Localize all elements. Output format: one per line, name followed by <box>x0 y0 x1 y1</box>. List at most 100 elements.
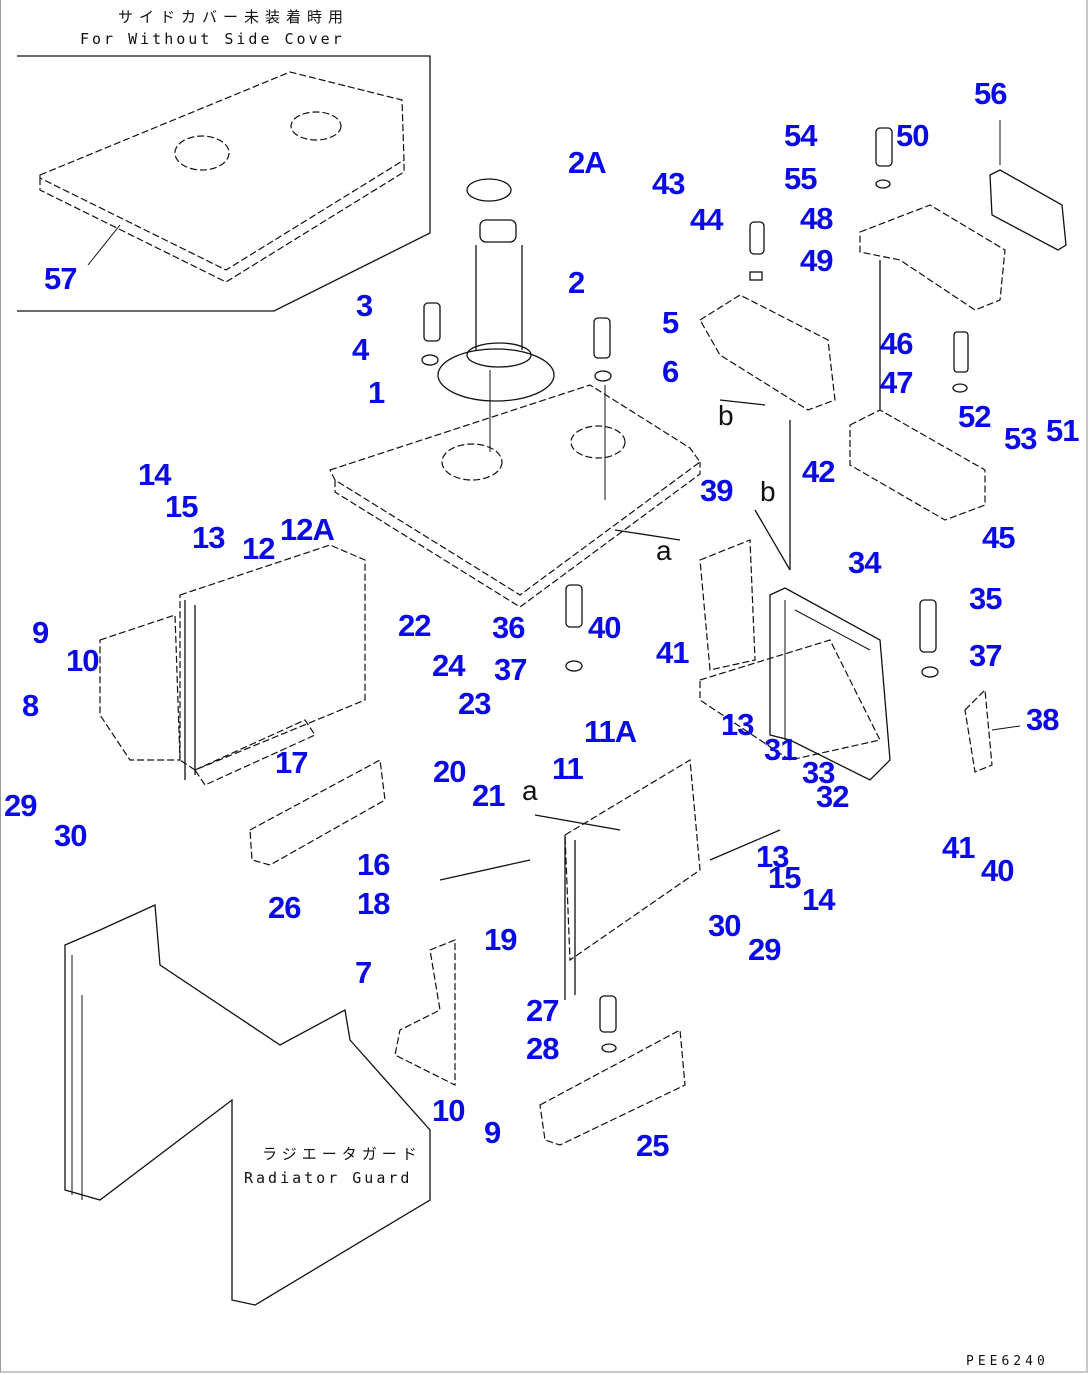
part-label-5: 5 <box>662 305 679 340</box>
part-label-12: 12 <box>242 531 275 566</box>
radiator-guard-label-en: Radiator Guard <box>244 1169 413 1187</box>
part-label-57: 57 <box>44 261 77 296</box>
door-11-shape <box>564 758 701 1000</box>
part-label-39: 39 <box>700 473 733 508</box>
part-label-55: 55 <box>784 161 817 196</box>
part-label-52: 52 <box>958 399 991 434</box>
part-label-44: 44 <box>690 202 723 237</box>
part-label-26: 26 <box>268 890 301 925</box>
view-arrows <box>534 399 791 831</box>
part-label-49: 49 <box>800 243 833 278</box>
view-letter-a: a <box>656 535 672 566</box>
part-label-47: 47 <box>880 365 913 400</box>
bracket-42-shape <box>699 294 836 411</box>
inset-title-en: For Without Side Cover <box>80 30 345 48</box>
part-label-16: 16 <box>357 847 390 882</box>
part-label-43: 43 <box>652 166 685 201</box>
cover-26-shape <box>249 759 386 866</box>
part-label-53: 53 <box>1004 421 1037 456</box>
part-label-1: 1 <box>368 375 385 410</box>
view-letter-b: b <box>760 476 776 507</box>
part-label-10: 10 <box>66 643 99 678</box>
part-label-27: 27 <box>526 993 559 1028</box>
part-label-18: 18 <box>357 886 390 921</box>
part-label-14: 14 <box>802 882 835 917</box>
view-letter-a: a <box>522 775 538 806</box>
part-label-45: 45 <box>982 520 1015 555</box>
part-label-17: 17 <box>275 745 308 780</box>
inset-box <box>17 55 431 312</box>
part-label-54: 54 <box>784 118 817 153</box>
part-label-24: 24 <box>432 648 465 683</box>
part-label-41: 41 <box>656 635 689 670</box>
radiator-guard-label-jp: ラジエータガード <box>262 1145 422 1163</box>
part-label-23: 23 <box>458 686 491 721</box>
part-label-7: 7 <box>355 955 372 990</box>
part-label-33: 33 <box>802 755 835 790</box>
part-label-50: 50 <box>896 118 929 153</box>
fasteners <box>421 127 969 1053</box>
part-label-41: 41 <box>942 830 975 865</box>
part-label-46: 46 <box>880 326 913 361</box>
part-label-40: 40 <box>981 853 1014 888</box>
part-label-34: 34 <box>848 545 881 580</box>
part-label-36: 36 <box>492 610 525 645</box>
part-label-20: 20 <box>433 754 466 789</box>
part-label-30: 30 <box>708 908 741 943</box>
part-label-6: 6 <box>662 354 679 389</box>
radiator-guard-shape <box>64 904 431 1306</box>
part-label-12a: 12A <box>280 512 335 547</box>
inset-title-jp: サイドカバー未装着時用 <box>118 8 350 26</box>
part-label-30: 30 <box>54 818 87 853</box>
plate-39-shape <box>699 539 881 761</box>
cover-50-shape <box>859 204 1006 311</box>
part-label-11a: 11A <box>584 714 637 749</box>
part-label-13: 13 <box>756 839 789 874</box>
view-letter-b: b <box>718 400 734 431</box>
part-label-37: 37 <box>969 638 1002 673</box>
part-label-48: 48 <box>800 201 833 236</box>
door-12-shape <box>99 544 366 780</box>
part-label-29: 29 <box>748 932 781 967</box>
frame-34-shape <box>769 420 891 781</box>
part-label-32: 32 <box>816 779 849 814</box>
rod-16-shape <box>439 829 781 881</box>
part-label-42: 42 <box>802 454 835 489</box>
top-plate-1-shape <box>329 370 701 608</box>
plate-38-shape <box>964 688 1021 773</box>
part-label-13: 13 <box>192 520 225 555</box>
part-label-10: 10 <box>432 1093 465 1128</box>
part-label-15: 15 <box>768 860 801 895</box>
part-label-8: 8 <box>22 688 39 723</box>
part-label-38: 38 <box>1026 702 1059 737</box>
part-label-40: 40 <box>588 610 621 645</box>
part-label-13: 13 <box>721 707 754 742</box>
part-label-19: 19 <box>484 922 517 957</box>
plate-17-shape <box>194 719 316 786</box>
part-label-15: 15 <box>165 489 198 524</box>
part-label-21: 21 <box>472 778 505 813</box>
part-label-51: 51 <box>1046 413 1079 448</box>
part-label-2a: 2A <box>568 145 607 180</box>
part-label-25: 25 <box>636 1128 669 1163</box>
seal-56-shape <box>989 120 1067 251</box>
part-label-3: 3 <box>356 288 373 323</box>
part-label-28: 28 <box>526 1031 559 1066</box>
part-label-2: 2 <box>568 265 585 300</box>
column-2-shape <box>437 178 555 402</box>
part-label-29: 29 <box>4 788 37 823</box>
part-label-37: 37 <box>494 652 527 687</box>
side-cover-57-shape <box>39 71 405 283</box>
part-label-14: 14 <box>138 457 171 492</box>
part-label-11: 11 <box>552 751 584 786</box>
part-label-31: 31 <box>764 732 797 767</box>
part-label-56: 56 <box>974 76 1007 111</box>
part-label-35: 35 <box>969 581 1002 616</box>
cover-25-shape <box>539 1029 686 1146</box>
part-label-22: 22 <box>398 608 431 643</box>
drawing-code: PEE6240 <box>966 1354 1049 1369</box>
bracket-7-shape <box>394 939 456 1086</box>
part-label-4: 4 <box>352 332 369 367</box>
part-label-9: 9 <box>32 615 49 650</box>
